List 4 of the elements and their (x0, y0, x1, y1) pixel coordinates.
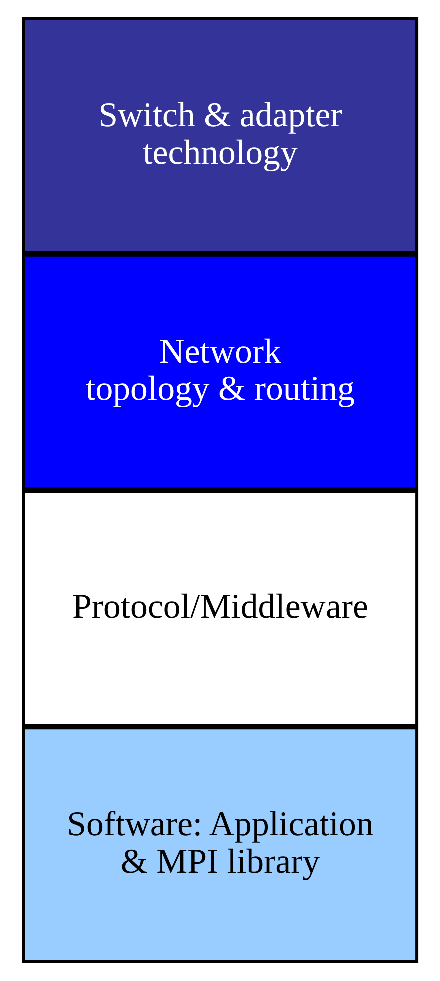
node-box: Switch & adapter technology (22, 18, 418, 254)
node-box: Protocol/Middleware (22, 490, 418, 728)
node-box: Network topology & routing (22, 254, 418, 491)
node-box: Software: Application & MPI library (22, 726, 418, 964)
